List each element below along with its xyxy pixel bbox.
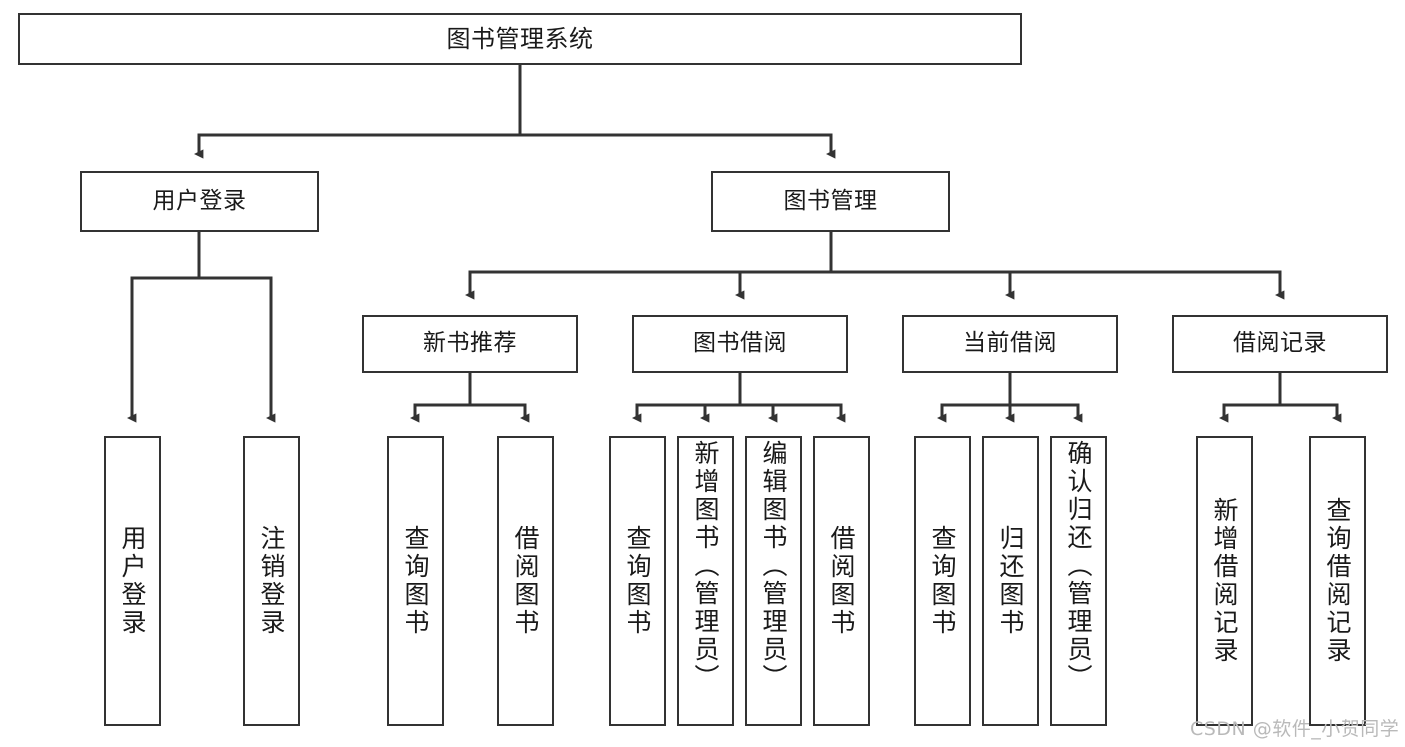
node-borrow-record-label: 借阅记录 [1233, 330, 1327, 357]
leaf-query-book-3[interactable]: 查询图书 [914, 436, 971, 726]
leaf-logout[interactable]: 注销登录 [243, 436, 300, 726]
leaf-borrow-book-2[interactable]: 借阅图书 [813, 436, 870, 726]
leaf-user-login-label: 用户登录 [118, 525, 147, 637]
leaf-borrow-book-1-label: 借阅图书 [511, 525, 540, 637]
leaf-query-book-3-label: 查询图书 [928, 525, 957, 637]
node-book-borrow[interactable]: 图书借阅 [632, 315, 848, 373]
leaf-return-book[interactable]: 归还图书 [982, 436, 1039, 726]
leaf-add-record[interactable]: 新增借阅记录 [1196, 436, 1253, 726]
leaf-add-record-label: 新增借阅记录 [1210, 497, 1239, 665]
leaf-confirm-return[interactable]: 确认归还（管理员） [1050, 436, 1107, 726]
leaf-return-book-label: 归还图书 [996, 525, 1025, 637]
node-new-book-rec-label: 新书推荐 [423, 330, 517, 357]
node-root[interactable]: 图书管理系统 [18, 13, 1022, 65]
leaf-edit-book-label: 编辑图书（管理员） [759, 440, 788, 692]
node-borrow-record[interactable]: 借阅记录 [1172, 315, 1388, 373]
watermark-text: CSDN @软件_小贺同学 [1190, 718, 1400, 740]
leaf-query-record-label: 查询借阅记录 [1323, 497, 1352, 665]
node-book-manage-label: 图书管理 [783, 187, 878, 214]
leaf-query-book-1-label: 查询图书 [401, 525, 430, 637]
node-current-borrow-label: 当前借阅 [963, 330, 1057, 357]
node-book-manage[interactable]: 图书管理 [711, 171, 950, 232]
leaf-borrow-book-1[interactable]: 借阅图书 [497, 436, 554, 726]
node-user-login-label: 用户登录 [152, 187, 247, 214]
node-new-book-rec[interactable]: 新书推荐 [362, 315, 578, 373]
node-book-borrow-label: 图书借阅 [693, 330, 787, 357]
leaf-confirm-return-label: 确认归还（管理员） [1064, 440, 1093, 692]
leaf-logout-label: 注销登录 [257, 525, 286, 637]
leaf-query-book-2[interactable]: 查询图书 [609, 436, 666, 726]
node-current-borrow[interactable]: 当前借阅 [902, 315, 1118, 373]
leaf-query-record[interactable]: 查询借阅记录 [1309, 436, 1366, 726]
leaf-user-login[interactable]: 用户登录 [104, 436, 161, 726]
node-root-label: 图书管理系统 [446, 24, 594, 53]
leaf-query-book-1[interactable]: 查询图书 [387, 436, 444, 726]
leaf-borrow-book-2-label: 借阅图书 [827, 525, 856, 637]
node-user-login[interactable]: 用户登录 [80, 171, 319, 232]
leaf-add-book[interactable]: 新增图书（管理员） [677, 436, 734, 726]
leaf-add-book-label: 新增图书（管理员） [691, 440, 720, 692]
leaf-edit-book[interactable]: 编辑图书（管理员） [745, 436, 802, 726]
leaf-query-book-2-label: 查询图书 [623, 525, 652, 637]
